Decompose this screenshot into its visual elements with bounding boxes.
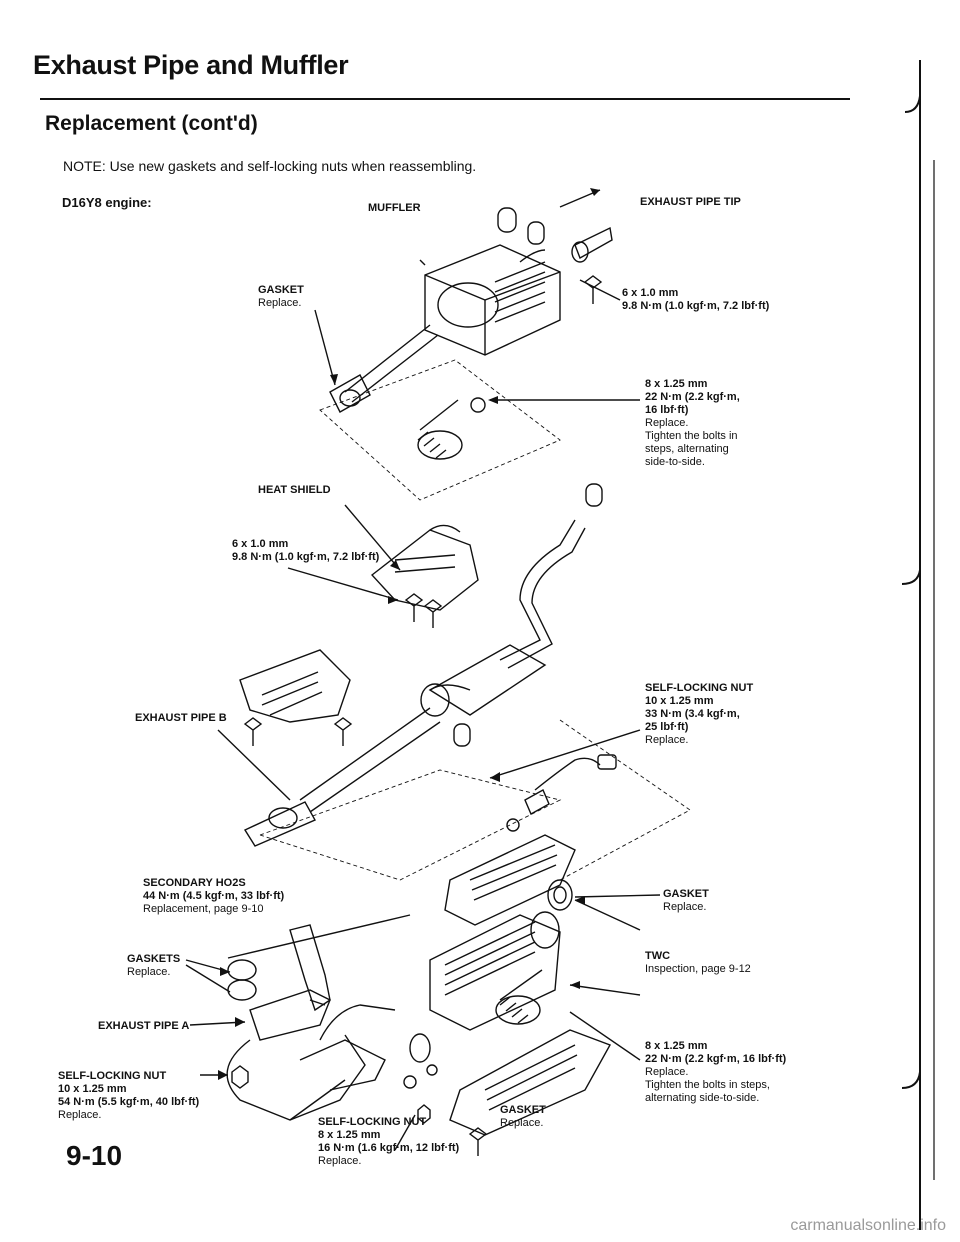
page-title: Exhaust Pipe and Muffler	[33, 50, 349, 80]
exhaust-pipe-tip-label: EXHAUST PIPE TIP	[640, 196, 741, 208]
gasket-mid-label: GASKET Replace.	[663, 888, 709, 913]
engine-label: D16Y8 engine:	[62, 195, 152, 210]
section-heading: Replacement (cont'd)	[45, 112, 258, 135]
gaskets-lower-label: GASKETS Replace.	[127, 953, 181, 978]
gasket-low-label: GASKET Replace.	[500, 1104, 546, 1129]
muffler-label: MUFFLER	[368, 202, 421, 214]
twc-label: TWC Inspection, page 9-12	[645, 950, 751, 975]
tip-bolt-spec: 6 x 1.0 mm 9.8 N·m (1.0 kgf·m, 7.2 lbf·f…	[622, 287, 770, 312]
lower-left-self-locking-nut-spec: SELF-LOCKING NUT 10 x 1.25 mm 54 N·m (5.…	[58, 1070, 200, 1121]
secondary-ho2s-spec: SECONDARY HO2S 44 N·m (4.5 kgf·m, 33 lbf…	[143, 877, 285, 915]
exhaust-pipe-a-label: EXHAUST PIPE A	[98, 1020, 190, 1032]
exhaust-pipe-b-label: EXHAUST PIPE B	[135, 712, 227, 724]
lower-mid-self-locking-nut-spec: SELF-LOCKING NUT 8 x 1.25 mm 16 N·m (1.6…	[318, 1116, 460, 1167]
page-number: 9-10	[66, 1140, 123, 1171]
gasket-top-label: GASKET Replace.	[258, 284, 304, 309]
reassembly-note: NOTE: Use new gaskets and self-locking n…	[63, 158, 477, 174]
watermark: carmanualsonline.info	[790, 1217, 946, 1234]
lower-spring-bolt-spec: 8 x 1.25 mm 22 N·m (2.2 kgf·m, 16 lbf·ft…	[645, 1040, 787, 1104]
upper-self-locking-nut-spec: SELF-LOCKING NUT 10 x 1.25 mm 33 N·m (3.…	[645, 682, 754, 746]
heat-shield-label: HEAT SHIELD	[258, 484, 331, 496]
upper-spring-bolt-spec: 8 x 1.25 mm 22 N·m (2.2 kgf·m, 16 lbf·ft…	[645, 378, 740, 468]
heat-shield-bolt-spec: 6 x 1.0 mm 9.8 N·m (1.0 kgf·m, 7.2 lbf·f…	[232, 538, 380, 563]
title-divider	[40, 98, 850, 100]
